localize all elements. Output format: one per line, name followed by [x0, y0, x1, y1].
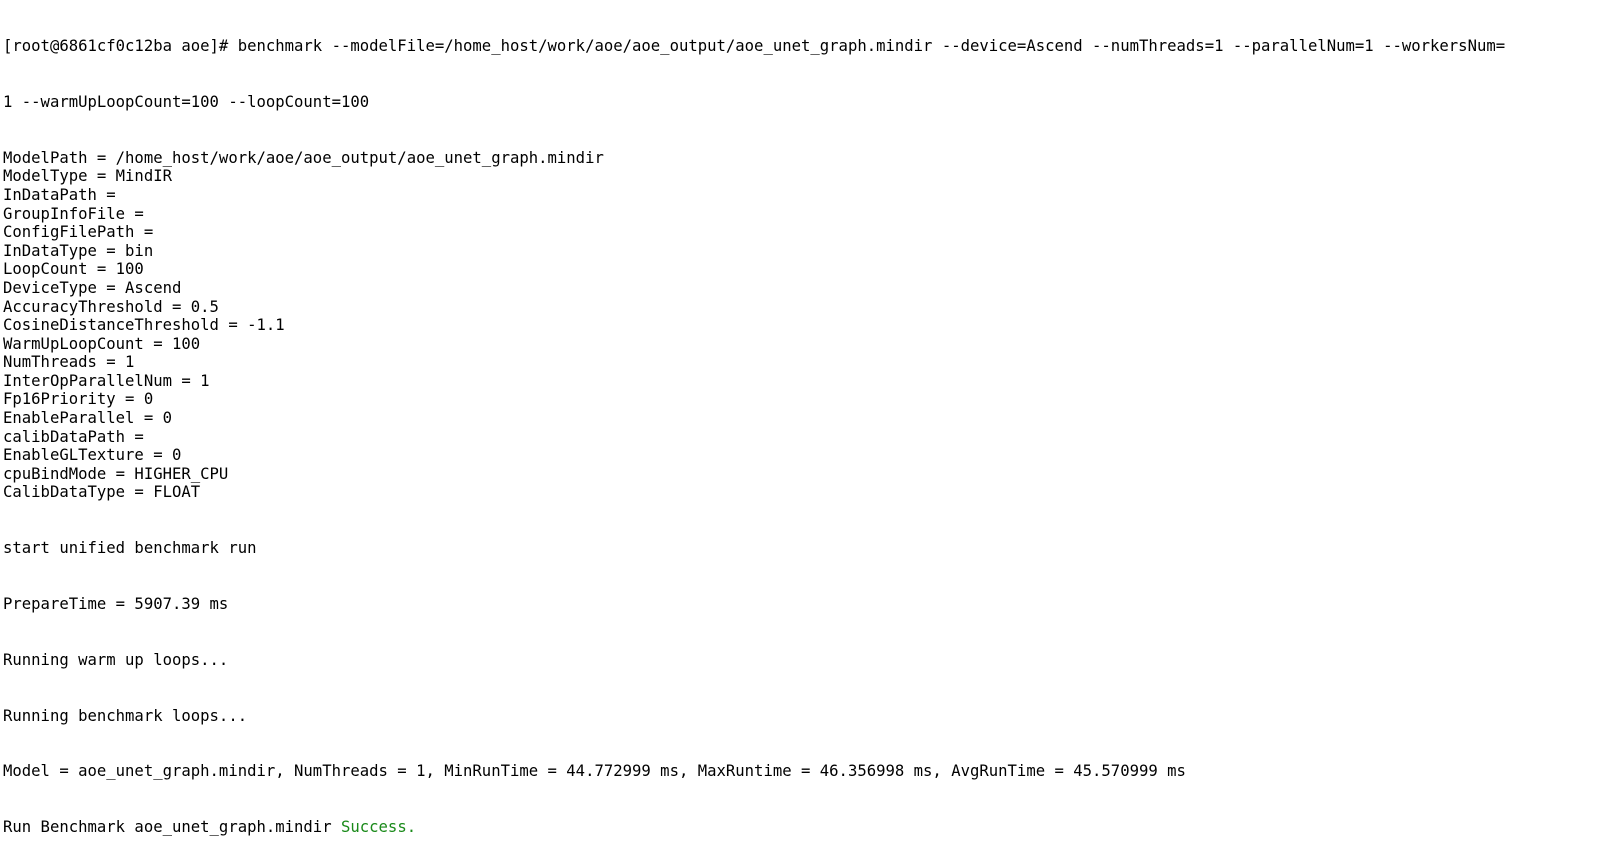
- warm-up-message: Running warm up loops...: [3, 650, 229, 669]
- param-line: ModelPath = /home_host/work/aoe/aoe_outp…: [3, 148, 604, 167]
- command-line-continuation: 1 --warmUpLoopCount=100 --loopCount=100: [3, 92, 370, 111]
- result-summary: Model = aoe_unet_graph.mindir, NumThread…: [3, 762, 1186, 781]
- terminal-output[interactable]: [root@6861cf0c12ba aoe]# benchmark --mod…: [3, 0, 1603, 855]
- run-status-prefix: Run Benchmark aoe_unet_graph.mindir: [3, 818, 341, 837]
- param-line: ModelType = MindIR: [3, 167, 172, 186]
- param-line: cpuBindMode = HIGHER_CPU: [3, 464, 229, 483]
- benchmark-loops-message: Running benchmark loops...: [3, 706, 248, 725]
- param-line: GroupInfoFile =: [3, 204, 154, 223]
- param-line: InDataType = bin: [3, 241, 154, 260]
- param-list: ModelPath = /home_host/work/aoe/aoe_outp…: [3, 149, 1603, 502]
- param-line: DeviceType = Ascend: [3, 278, 182, 297]
- param-line: ConfigFilePath =: [3, 223, 163, 242]
- command-line: [root@6861cf0c12ba aoe]# benchmark --mod…: [3, 37, 1506, 56]
- param-line: CosineDistanceThreshold = -1.1: [3, 316, 285, 335]
- prepare-time: PrepareTime = 5907.39 ms: [3, 595, 229, 613]
- run-status-line: Run Benchmark aoe_unet_graph.mindir Succ…: [3, 818, 1603, 837]
- param-line: Fp16Priority = 0: [3, 390, 154, 409]
- param-line: CalibDataType = FLOAT: [3, 483, 201, 502]
- param-line: calibDataPath =: [3, 427, 154, 446]
- param-line: WarmUpLoopCount = 100: [3, 334, 201, 353]
- param-line: AccuracyThreshold = 0.5: [3, 297, 219, 316]
- start-message: start unified benchmark run: [3, 539, 257, 558]
- success-status: Success.: [340, 818, 417, 837]
- param-line: NumThreads = 1: [3, 353, 135, 372]
- param-line: InterOpParallelNum = 1: [3, 371, 210, 390]
- param-line: LoopCount = 100: [3, 260, 144, 279]
- param-line: InDataPath =: [3, 185, 126, 204]
- param-line: EnableParallel = 0: [3, 409, 172, 428]
- param-line: EnableGLTexture = 0: [3, 446, 182, 465]
